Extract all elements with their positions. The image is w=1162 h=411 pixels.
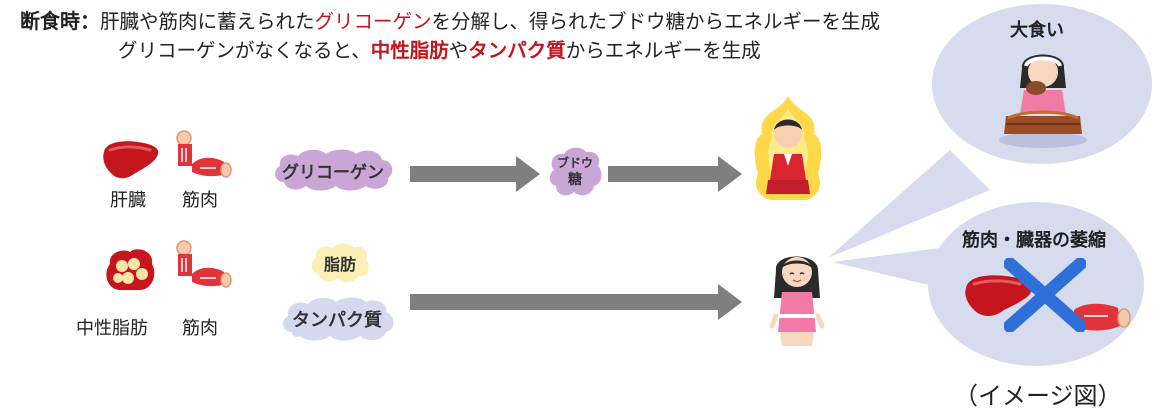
muscle-arm-icon bbox=[176, 130, 232, 178]
muscle-label-1: 筋肉 bbox=[182, 190, 218, 211]
header-line-1: 断食時：肝臓や筋肉に蓄えられたグリコーゲンを分解し、得られたブドウ糖からエネルギ… bbox=[20, 8, 880, 35]
woman-measuring-waist-icon bbox=[769, 256, 825, 346]
arrow-3-shaft bbox=[410, 294, 720, 310]
glycogen-cloud: グリコーゲン bbox=[270, 148, 396, 192]
colon: ： bbox=[80, 9, 100, 33]
cloud-shape bbox=[283, 297, 394, 341]
fat-cloud: 脂肪 bbox=[308, 242, 372, 284]
fasting-label: 断食時 bbox=[20, 9, 80, 33]
fat-highlight: 中性脂肪 bbox=[370, 39, 449, 62]
line2-text-b: からエネルギーを生成 bbox=[565, 39, 761, 62]
line2-text-ya: や bbox=[448, 39, 469, 62]
line1-text-a: 肝臓や筋肉に蓄えられた bbox=[100, 10, 315, 33]
glucose-text-bottom: 糖 bbox=[568, 172, 582, 188]
glucose-cloud: ブドウ 糖 bbox=[546, 146, 604, 198]
cloud-shape bbox=[275, 149, 393, 191]
muscle-label-2: 筋肉 bbox=[182, 318, 218, 339]
protein-highlight: タンパク質 bbox=[468, 39, 566, 62]
glucose-text-top: ブドウ bbox=[556, 156, 593, 170]
protein-text: タンパク質 bbox=[292, 310, 382, 331]
cloud-shape bbox=[311, 243, 369, 283]
cloud-shape bbox=[549, 147, 602, 196]
glycogen-text: グリコーゲン bbox=[282, 162, 384, 183]
atrophy-liver-icon bbox=[965, 275, 1033, 316]
muscle-arm-icon-2 bbox=[176, 240, 232, 288]
cross-mark-icon bbox=[1004, 258, 1086, 332]
line1-text-b: を分解し、得られたブドウ糖からエネルギーを生成 bbox=[431, 10, 881, 33]
arrow-1-shaft bbox=[410, 166, 518, 182]
header-line-2: グリコーゲンがなくなると、中性脂肪やタンパク質からエネルギーを生成 bbox=[118, 38, 761, 64]
arrow-1-head bbox=[516, 156, 540, 192]
eating-bubble-title: 大食い bbox=[1010, 20, 1064, 41]
arrow-2-shaft bbox=[608, 166, 720, 182]
arrow-3-head bbox=[718, 284, 742, 320]
fat-cell-icon bbox=[106, 249, 155, 290]
atrophy-bubble-title: 筋肉・臓器の萎縮 bbox=[962, 230, 1106, 251]
fat-text: 脂肪 bbox=[323, 255, 356, 274]
energetic-person-icon bbox=[754, 96, 822, 200]
arrow-2-head bbox=[718, 156, 742, 192]
fat-label: 中性脂肪 bbox=[76, 318, 148, 339]
image-caption: （イメージ図） bbox=[954, 382, 1122, 410]
line2-text-a: グリコーゲンがなくなると、 bbox=[118, 39, 371, 62]
glycogen-highlight: グリコーゲン bbox=[314, 10, 432, 33]
liver-icon bbox=[103, 141, 159, 179]
protein-cloud: タンパク質 bbox=[278, 296, 396, 342]
eating-girl-icon bbox=[999, 54, 1087, 148]
liver-label: 肝臓 bbox=[110, 190, 146, 211]
